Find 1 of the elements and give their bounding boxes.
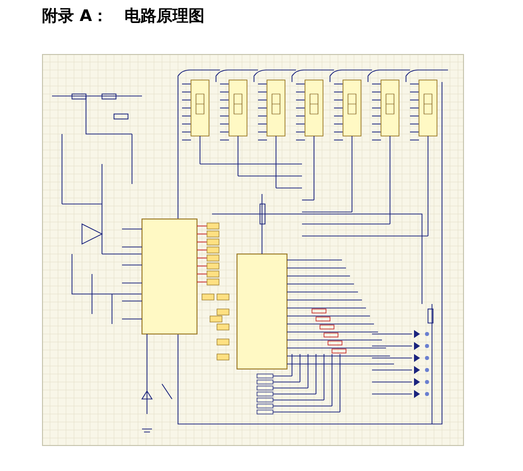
title: 附录 A： 电路原理图 <box>42 6 205 27</box>
